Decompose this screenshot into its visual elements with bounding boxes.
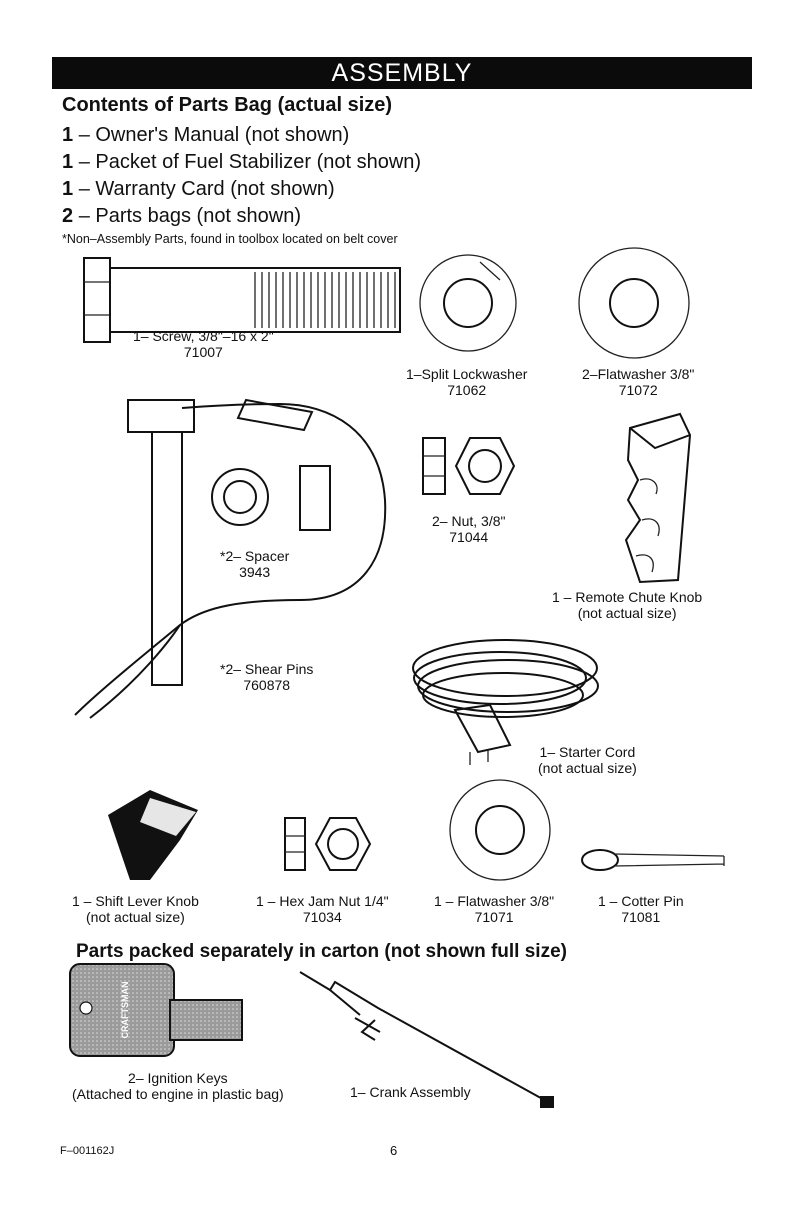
split-lockwasher-name: 1–Split Lockwasher xyxy=(406,366,528,382)
nut-icon xyxy=(422,437,516,495)
cotter-pin-number: 71081 xyxy=(621,909,661,925)
shift-knob-name: 1 – Shift Lever Knob xyxy=(72,893,199,909)
ignition-keys-name: 2– Ignition Keys xyxy=(128,1070,228,1086)
page-number: 6 xyxy=(390,1143,398,1158)
hex-jam-nut-label: 1 – Hex Jam Nut 1/4" 71034 xyxy=(256,893,389,925)
nut-number: 71044 xyxy=(449,529,489,545)
shift-knob-label: 1 – Shift Lever Knob (not actual size) xyxy=(72,893,199,925)
flatwasher-2-number: 71072 xyxy=(618,382,658,398)
item-qty: 1 xyxy=(62,151,74,173)
spacer-name: *2– Spacer xyxy=(220,548,290,564)
list-item: 1 – Warranty Card (not shown) xyxy=(62,176,421,203)
spacer-number: 3943 xyxy=(239,564,271,580)
document-code: F–001162J xyxy=(60,1145,115,1157)
non-assembly-note: *Non–Assembly Parts, found in toolbox lo… xyxy=(62,232,398,246)
hex-jam-nut-icon xyxy=(284,817,372,871)
hex-jam-nut-number: 71034 xyxy=(302,909,342,925)
list-item: 1 – Owner's Manual (not shown) xyxy=(62,122,421,149)
crank-assembly-label: 1– Crank Assembly xyxy=(350,1084,471,1100)
flatwasher-1-name: 1 – Flatwasher 3/8" xyxy=(434,893,555,909)
split-lockwasher-number: 71062 xyxy=(447,382,487,398)
cotter-pin-label: 1 – Cotter Pin 71081 xyxy=(598,893,684,925)
starter-cord-name: 1– Starter Cord xyxy=(539,744,636,760)
item-qty: 1 xyxy=(62,124,74,146)
item-qty: 1 xyxy=(62,178,74,200)
ignition-key-icon xyxy=(69,963,243,1057)
list-item: 1 – Packet of Fuel Stabilizer (not shown… xyxy=(62,149,421,176)
shear-pins-number: 760878 xyxy=(243,677,291,693)
hex-jam-nut-name: 1 – Hex Jam Nut 1/4" xyxy=(256,893,389,909)
item-text: – Parts bags (not shown) xyxy=(78,205,302,227)
item-text: – Warranty Card (not shown) xyxy=(78,178,335,200)
screw-label: 1– Screw, 3/8"–16 x 2" 71007 xyxy=(133,328,274,360)
remote-chute-knob-icon xyxy=(624,412,692,584)
flatwasher-2-label: 2–Flatwasher 3/8" 71072 xyxy=(582,366,694,398)
shear-pins-label: *2– Shear Pins 760878 xyxy=(220,661,313,693)
nut-name: 2– Nut, 3/8" xyxy=(432,513,506,529)
starter-cord-note: (not actual size) xyxy=(538,760,637,776)
item-text: – Owner's Manual (not shown) xyxy=(78,124,350,146)
parts-bag-list: 1 – Owner's Manual (not shown) 1 – Packe… xyxy=(62,122,421,230)
assembly-header: ASSEMBLY xyxy=(52,57,752,89)
split-lockwasher-label: 1–Split Lockwasher 71062 xyxy=(406,366,527,398)
starter-cord-label: 1– Starter Cord (not actual size) xyxy=(538,744,637,776)
screw-name: 1– Screw, 3/8"–16 x 2" xyxy=(133,328,274,344)
shear-pin-icon xyxy=(74,398,387,719)
list-item: 2 – Parts bags (not shown) xyxy=(62,203,421,230)
flatwasher-2-name: 2–Flatwasher 3/8" xyxy=(582,366,695,382)
chute-knob-label: 1 – Remote Chute Knob (not actual size) xyxy=(552,589,702,621)
screw-number: 71007 xyxy=(183,344,223,360)
spacer-icon xyxy=(211,465,331,531)
crank-assembly-icon xyxy=(299,971,554,1108)
ignition-keys-note: (Attached to engine in plastic bag) xyxy=(72,1086,284,1102)
screw-icon xyxy=(83,257,401,343)
item-qty: 2 xyxy=(62,205,74,227)
crank-assembly-name: 1– Crank Assembly xyxy=(350,1084,471,1100)
spacer-label: *2– Spacer 3943 xyxy=(220,548,289,580)
key-brand-text: CRAFTSMAN xyxy=(120,981,130,1039)
nut-label: 2– Nut, 3/8" 71044 xyxy=(432,513,505,545)
shift-knob-note: (not actual size) xyxy=(86,909,185,925)
cotter-pin-icon xyxy=(581,849,725,871)
chute-knob-note: (not actual size) xyxy=(577,605,677,621)
parts-bag-heading: Contents of Parts Bag (actual size) xyxy=(62,94,393,116)
flatwasher-icon xyxy=(578,247,690,359)
item-text: – Packet of Fuel Stabilizer (not shown) xyxy=(78,151,422,173)
flatwasher-1-label: 1 – Flatwasher 3/8" 71071 xyxy=(434,893,554,925)
carton-heading: Parts packed separately in carton (not s… xyxy=(76,941,567,962)
flatwasher-icon xyxy=(449,779,551,881)
starter-cord-icon xyxy=(412,639,599,765)
cotter-pin-name: 1 – Cotter Pin xyxy=(598,893,684,909)
ignition-keys-label: 2– Ignition Keys (Attached to engine in … xyxy=(72,1070,284,1102)
split-lockwasher-icon xyxy=(419,254,517,352)
flatwasher-1-number: 71071 xyxy=(474,909,514,925)
chute-knob-name: 1 – Remote Chute Knob xyxy=(552,589,703,605)
shear-pins-name: *2– Shear Pins xyxy=(220,661,314,677)
shift-lever-knob-icon xyxy=(108,790,198,880)
